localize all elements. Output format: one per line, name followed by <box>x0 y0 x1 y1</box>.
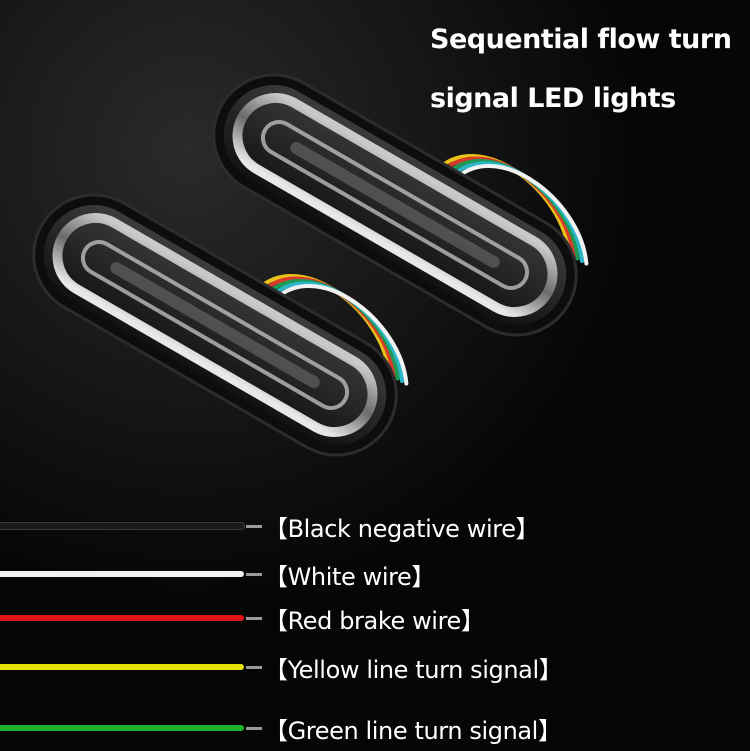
wire-sample <box>0 615 244 621</box>
wire-strand <box>275 284 409 386</box>
legend-dash <box>246 666 262 669</box>
legend-label: 【Yellow line turn signal】 <box>264 656 563 684</box>
wire-sample <box>0 523 244 529</box>
wire-strand <box>455 164 589 266</box>
legend-label: 【White wire】 <box>264 563 436 591</box>
wire-bundle-front <box>257 274 409 386</box>
legend-row: 【Green line turn signal】 <box>0 707 750 751</box>
legend-row: 【Black negative wire】 <box>0 505 750 549</box>
title-line-2: signal LED lights <box>430 83 676 114</box>
legend-label: 【Green line turn signal】 <box>264 717 562 745</box>
title-line-1: Sequential flow turn <box>430 24 732 55</box>
legend-dash <box>246 573 262 576</box>
wire-bundle-back <box>437 154 589 266</box>
legend-dash <box>246 727 262 730</box>
wire-sample <box>0 571 244 577</box>
wire-sample <box>0 664 244 670</box>
legend-row: 【White wire】 <box>0 553 750 597</box>
legend-row: 【Red brake wire】 <box>0 597 750 641</box>
led-light-back <box>212 73 589 337</box>
legend-dash <box>246 525 262 528</box>
legend-label: 【Red brake wire】 <box>264 607 485 635</box>
wire-sample <box>0 725 244 731</box>
led-light-front <box>32 193 409 457</box>
legend-label: 【Black negative wire】 <box>264 515 540 543</box>
legend-row: 【Yellow line turn signal】 <box>0 646 750 690</box>
legend-dash <box>246 617 262 620</box>
